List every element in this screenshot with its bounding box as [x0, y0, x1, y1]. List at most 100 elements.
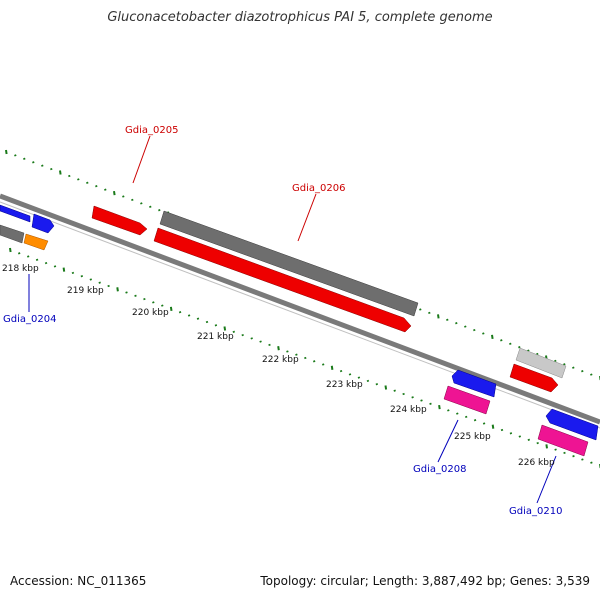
outer-tick-3	[32, 161, 35, 164]
gene-blue-left-2[interactable]	[31, 213, 55, 234]
outer-tick-17	[158, 209, 161, 212]
inner-tick-16	[152, 301, 155, 304]
inner-tick-40	[366, 379, 370, 383]
accession-text: Accession: NC_011365	[10, 574, 147, 588]
scale-label-219: 219 kbp	[67, 286, 104, 296]
inner-tick-17	[161, 304, 164, 307]
inner-tick-2	[26, 255, 30, 258]
scale-label-224: 224 kbp	[390, 405, 427, 415]
backbone-line-shade	[0, 201, 600, 429]
gene-red-long[interactable]	[153, 227, 412, 333]
inner-tick-18	[169, 306, 173, 312]
outer-tick-50	[455, 322, 458, 325]
scale-label-225: 225 kbp	[454, 432, 491, 442]
label-line-gdia-0205	[132, 135, 151, 184]
outer-tick-2	[23, 157, 26, 160]
inner-tick-56	[509, 432, 513, 435]
outer-tick-64	[581, 370, 584, 373]
gene-gdia-0206[interactable]	[159, 210, 419, 317]
topology-text: Topology: circular; Length: 3,887,492 bp…	[260, 574, 590, 588]
inner-tick-9	[89, 278, 93, 281]
inner-tick-15	[143, 297, 146, 301]
inner-tick-29	[268, 343, 271, 347]
scale-label-221: 221 kbp	[197, 332, 234, 342]
inner-tick-35	[321, 363, 325, 366]
outer-tick-1	[14, 154, 17, 157]
backbone-line-top	[0, 193, 600, 425]
inner-tick-41	[375, 383, 379, 386]
inner-tick-30	[277, 346, 280, 351]
inner-tick-53	[482, 422, 486, 425]
inner-tick-65	[590, 461, 593, 464]
outer-tick-53	[482, 332, 485, 335]
outer-tick-4	[41, 164, 44, 167]
inner-tick-0	[9, 247, 12, 253]
outer-tick-63	[572, 366, 575, 369]
scale-label-223: 223 kbp	[326, 380, 363, 390]
outer-tick-6	[59, 170, 62, 175]
label-gdia-0210[interactable]: Gdia_0210	[509, 506, 562, 517]
inner-tick-24	[223, 326, 227, 331]
gene-lightgray-right[interactable]	[515, 347, 567, 379]
outer-tick-10	[95, 185, 98, 188]
label-gdia-0204[interactable]: Gdia_0204	[3, 314, 56, 325]
outer-tick-9	[86, 181, 89, 184]
gene-gray-left[interactable]	[0, 224, 25, 244]
inner-tick-45	[411, 396, 414, 399]
inner-tick-34	[312, 360, 316, 363]
inner-tick-48	[438, 404, 441, 410]
inner-tick-7	[71, 271, 75, 275]
inner-tick-36	[330, 365, 334, 370]
inner-tick-54	[491, 424, 495, 429]
inner-tick-55	[500, 428, 504, 432]
inner-tick-1	[17, 252, 21, 255]
inner-tick-11	[107, 284, 110, 288]
gene-gdia-0210[interactable]	[537, 424, 589, 457]
scale-label-220: 220 kbp	[132, 308, 169, 318]
gene-blue-lower-right[interactable]	[545, 408, 599, 441]
label-gdia-0206[interactable]: Gdia_0206	[292, 183, 345, 194]
scale-label-222: 222 kbp	[262, 355, 299, 365]
outer-tick-12	[113, 190, 116, 196]
label-line-gdia-0206	[297, 193, 317, 242]
inner-tick-12	[116, 287, 119, 292]
inner-tick-42	[384, 385, 388, 390]
outer-tick-59	[536, 352, 539, 356]
outer-tick-56	[509, 342, 512, 345]
inner-tick-21	[196, 317, 200, 320]
gene-gdia-0205[interactable]	[91, 205, 148, 236]
inner-tick-6	[62, 267, 66, 272]
inner-tick-4	[44, 261, 48, 265]
inner-tick-37	[339, 369, 343, 373]
inner-tick-39	[357, 376, 361, 379]
inner-tick-32	[295, 353, 298, 356]
outer-tick-15	[140, 202, 143, 205]
inner-tick-60	[545, 444, 548, 449]
outer-tick-46	[419, 308, 422, 311]
inner-tick-3	[35, 258, 39, 261]
outer-tick-14	[131, 198, 134, 202]
inner-tick-61	[554, 448, 557, 451]
genome-title: Gluconacetobacter diazotrophicus PAI 5, …	[107, 10, 493, 25]
label-line-gdia-0210	[536, 455, 557, 504]
label-gdia-0208[interactable]: Gdia_0208	[413, 464, 466, 475]
gene-red-right[interactable]	[509, 363, 559, 393]
label-gdia-0205[interactable]: Gdia_0205	[125, 125, 178, 136]
inner-tick-33	[304, 356, 307, 360]
gene-orange-left[interactable]	[23, 233, 49, 251]
inner-tick-52	[473, 419, 477, 422]
gene-blue-left-1[interactable]	[0, 204, 31, 223]
inner-tick-8	[80, 275, 84, 278]
gene-gdia-0208[interactable]	[443, 385, 491, 415]
gene-blue-lower[interactable]	[451, 369, 497, 398]
inner-tick-19	[178, 311, 182, 314]
outer-tick-51	[464, 325, 467, 328]
inner-tick-28	[259, 340, 262, 343]
inner-tick-46	[420, 399, 423, 402]
outer-tick-52	[473, 328, 476, 332]
outer-tick-13	[122, 195, 125, 198]
inner-tick-49	[447, 409, 450, 412]
inner-tick-57	[518, 435, 522, 438]
outer-tick-11	[104, 188, 107, 191]
outer-tick-47	[428, 311, 431, 315]
